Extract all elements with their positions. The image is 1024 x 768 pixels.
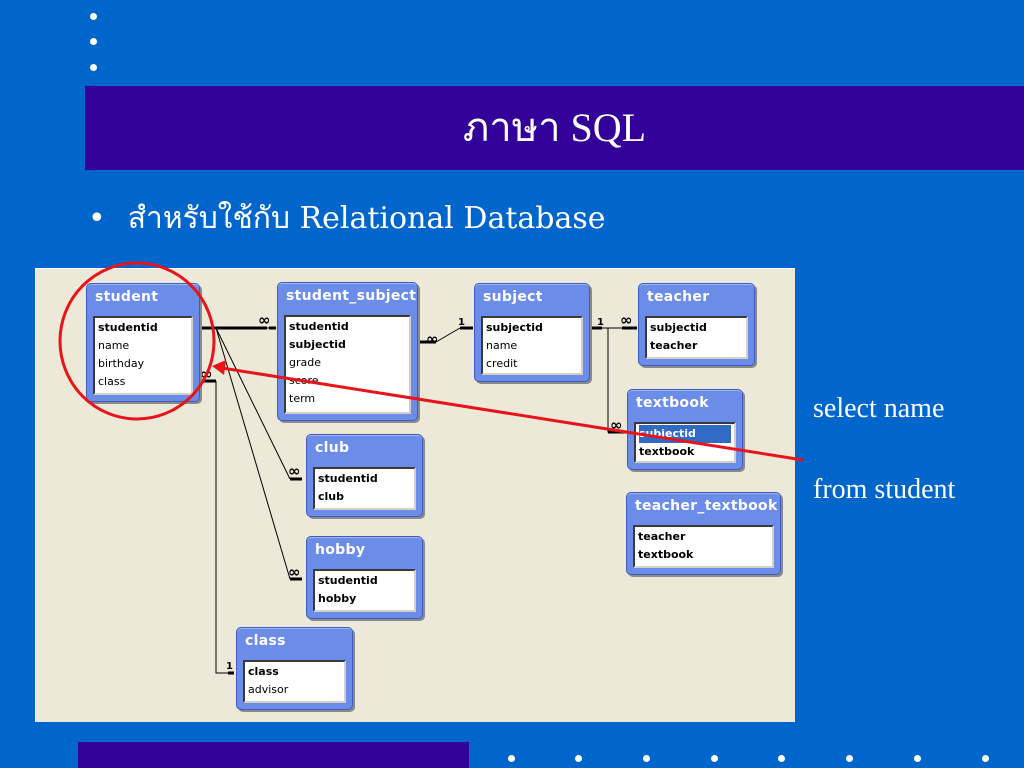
field-list[interactable]: subjectid teacher xyxy=(645,316,748,359)
field-list[interactable]: teacher textbook xyxy=(633,525,774,568)
field-item[interactable]: advisor xyxy=(248,683,289,696)
table-title[interactable]: class xyxy=(245,633,286,649)
table-textbook[interactable]: textbook subjectid textbook xyxy=(627,389,743,470)
field-item[interactable]: teacher xyxy=(650,339,698,352)
sql-annotation-line2: from student xyxy=(813,474,956,505)
decor-dot xyxy=(643,755,650,762)
field-item[interactable]: credit xyxy=(486,357,518,370)
rel-label-many: ∞ xyxy=(426,330,439,348)
title-bar: ภาษา SQL xyxy=(85,86,1024,170)
decor-dot xyxy=(711,755,718,762)
decor-dot xyxy=(846,755,853,762)
decor-dot xyxy=(914,755,921,762)
table-teacher-textbook[interactable]: teacher_textbook teacher textbook xyxy=(626,492,781,575)
field-item[interactable]: subjectid xyxy=(486,321,543,334)
rel-line xyxy=(215,381,228,674)
rel-label-many: ∞ xyxy=(288,563,301,581)
field-item[interactable]: name xyxy=(486,339,518,352)
field-item[interactable]: class xyxy=(98,375,126,388)
decor-dot xyxy=(90,13,97,20)
bullet-item: • สำหรับใช้กับ Relational Database xyxy=(88,196,606,242)
field-item[interactable]: studentid xyxy=(98,321,158,334)
field-item[interactable]: name xyxy=(98,339,130,352)
field-item[interactable]: studentid xyxy=(318,574,378,587)
field-list[interactable]: class advisor xyxy=(243,660,346,703)
relationships-diagram: ∞ ∞ 1 1 ∞ ∞ ∞ ∞ ∞ 1 student studentid na… xyxy=(35,268,795,722)
decor-dot xyxy=(778,755,785,762)
table-title[interactable]: hobby xyxy=(315,542,366,558)
table-class[interactable]: class class advisor xyxy=(236,627,353,710)
field-item[interactable]: textbook xyxy=(639,445,695,458)
annotation-arrow xyxy=(221,366,804,462)
field-item[interactable]: studentid xyxy=(289,320,349,333)
footer-bar xyxy=(78,742,469,768)
table-club[interactable]: club studentid club xyxy=(306,434,423,517)
field-item[interactable]: hobby xyxy=(318,592,357,605)
rel-line xyxy=(215,327,291,480)
field-item[interactable]: term xyxy=(289,392,316,405)
field-list[interactable]: subjectid textbook xyxy=(634,422,736,463)
field-list[interactable]: studentid subjectid grade score term xyxy=(284,315,411,414)
table-title[interactable]: teacher_textbook xyxy=(635,498,778,514)
bullet-text: สำหรับใช้กับ Relational Database xyxy=(127,201,606,236)
table-title[interactable]: student xyxy=(95,289,159,305)
rel-label-many: ∞ xyxy=(620,311,633,329)
field-item[interactable]: birthday xyxy=(98,357,145,370)
decor-dot xyxy=(982,755,989,762)
field-list[interactable]: studentid club xyxy=(313,467,416,510)
rel-label-one: 1 xyxy=(226,661,233,672)
decor-dot xyxy=(90,38,97,45)
field-item[interactable]: class xyxy=(248,665,279,678)
arrowhead-icon xyxy=(212,360,226,375)
decor-dot xyxy=(508,755,515,762)
table-hobby[interactable]: hobby studentid hobby xyxy=(306,536,423,619)
rel-line xyxy=(435,327,461,343)
field-item[interactable]: teacher xyxy=(638,530,686,543)
table-title[interactable]: student_subject xyxy=(286,288,417,304)
slide-title: ภาษา SQL xyxy=(462,105,647,150)
highlight-circle xyxy=(58,261,216,421)
field-item[interactable]: studentid xyxy=(318,472,378,485)
field-item[interactable]: textbook xyxy=(638,548,694,561)
table-title[interactable]: subject xyxy=(483,289,543,305)
field-item[interactable]: club xyxy=(318,490,344,503)
field-item[interactable]: grade xyxy=(289,356,321,369)
field-list[interactable]: studentid name birthday class xyxy=(93,316,193,395)
decor-dot xyxy=(90,64,97,71)
sql-annotation-line1: select name xyxy=(813,393,945,424)
field-item[interactable]: subjectid xyxy=(650,321,707,334)
decor-dot xyxy=(575,755,582,762)
rel-label-one: 1 xyxy=(458,317,465,328)
field-list[interactable]: studentid hobby xyxy=(313,569,416,612)
field-item[interactable]: subjectid xyxy=(289,338,346,351)
table-subject[interactable]: subject subjectid name credit xyxy=(474,283,590,382)
table-title[interactable]: teacher xyxy=(647,289,710,305)
table-title[interactable]: club xyxy=(315,440,350,456)
rel-label-many: ∞ xyxy=(258,311,271,329)
field-list[interactable]: subjectid name credit xyxy=(481,316,583,375)
rel-label-one: 1 xyxy=(597,317,604,328)
table-student-subject[interactable]: student_subject studentid subjectid grad… xyxy=(277,282,418,421)
table-student[interactable]: student studentid name birthday class xyxy=(86,283,200,402)
rel-label-many: ∞ xyxy=(288,462,301,480)
table-title[interactable]: textbook xyxy=(636,395,709,411)
bullet-marker: • xyxy=(88,201,106,236)
table-teacher[interactable]: teacher subjectid teacher xyxy=(638,283,755,366)
